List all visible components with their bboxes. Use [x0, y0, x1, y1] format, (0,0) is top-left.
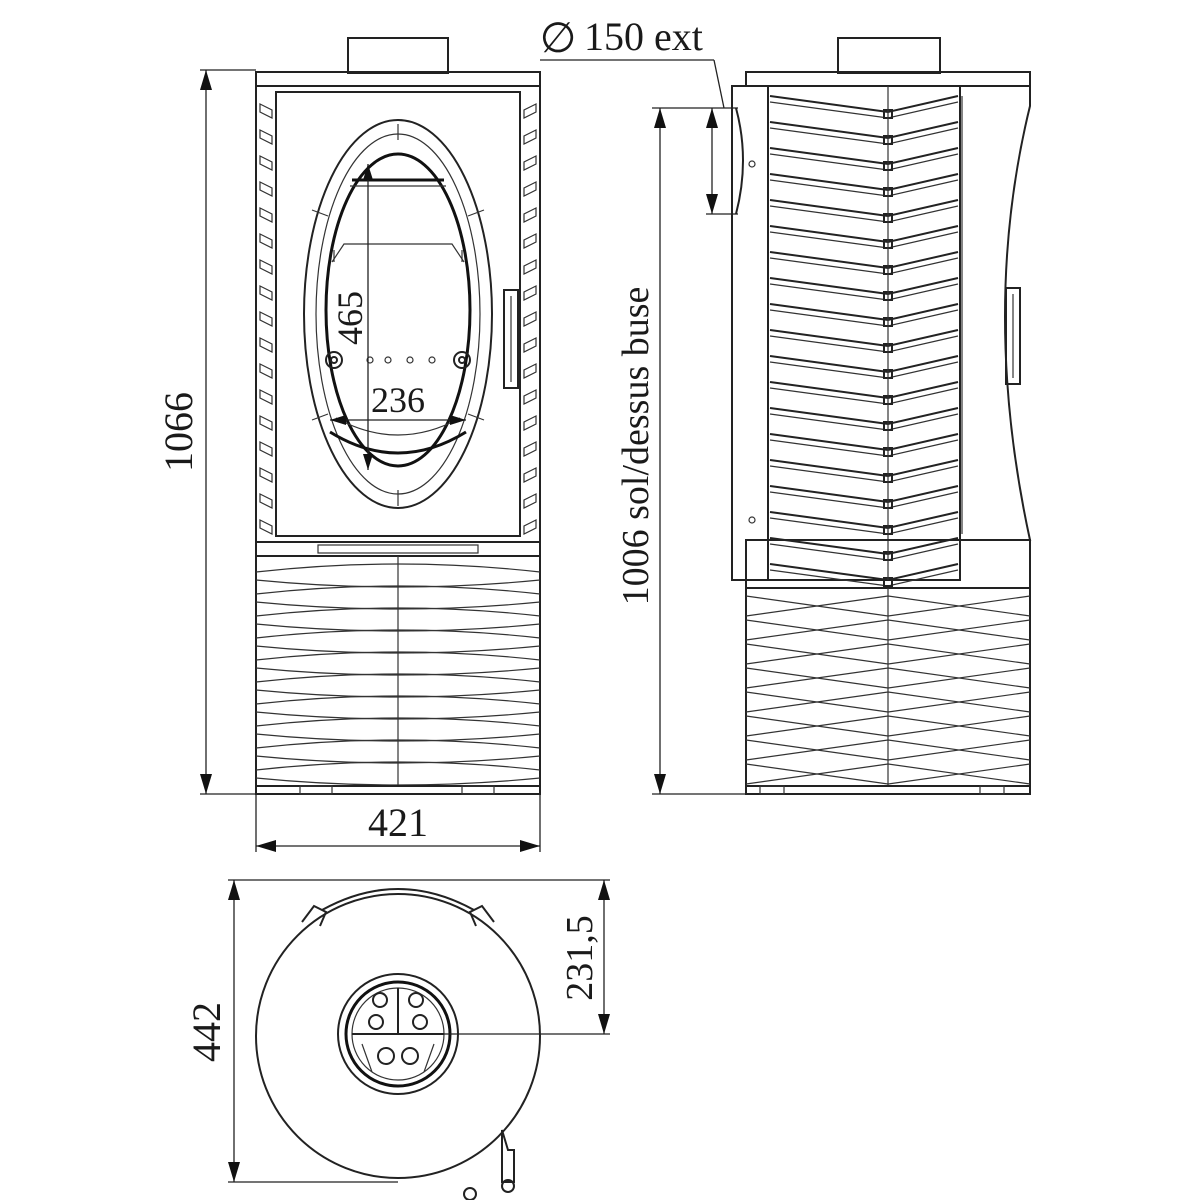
front-door-panel: [275, 91, 521, 537]
label-total-height: 1066: [156, 392, 201, 472]
front-flue-collar: [347, 37, 449, 74]
dim-flue-offset: [398, 879, 610, 1035]
top-view: [255, 888, 541, 1200]
side-chevron-slats: [769, 95, 959, 587]
label-window-height: 465: [330, 291, 370, 345]
label-width: 421: [368, 800, 428, 845]
side-rear-panel: [731, 85, 769, 581]
side-view: [731, 37, 1032, 795]
front-view: [255, 37, 541, 795]
side-flue-collar: [837, 37, 941, 74]
firebox-knob-left: [325, 351, 343, 369]
front-top-plate: [255, 71, 541, 87]
door-handle: [503, 289, 519, 389]
door-glass-oval: [324, 152, 472, 468]
dim-floor-to-flue: [652, 107, 746, 795]
top-outer-circle: [255, 893, 541, 1179]
dim-flue-diameter: [540, 59, 725, 109]
dim-depth: [228, 879, 398, 1183]
label-flue-offset: 231,5: [559, 915, 601, 1001]
label-depth: 442: [184, 1002, 229, 1062]
dim-width: [255, 794, 541, 852]
firebox-knob-right: [453, 351, 471, 369]
label-window-width: 236: [371, 380, 425, 420]
front-side-slats: [259, 103, 537, 535]
side-upper-body: [767, 85, 961, 581]
label-flue-diameter: 150 ext: [584, 14, 703, 59]
door-oval-outer: [303, 119, 493, 509]
label-flue-diameter-symbol: ∅: [540, 16, 577, 62]
side-top-plate: [745, 71, 1031, 87]
label-floor-to-flue: 1006 sol/dessus buse: [615, 287, 657, 606]
dim-total-height: [200, 69, 256, 795]
dim-flue-height: [706, 107, 738, 215]
